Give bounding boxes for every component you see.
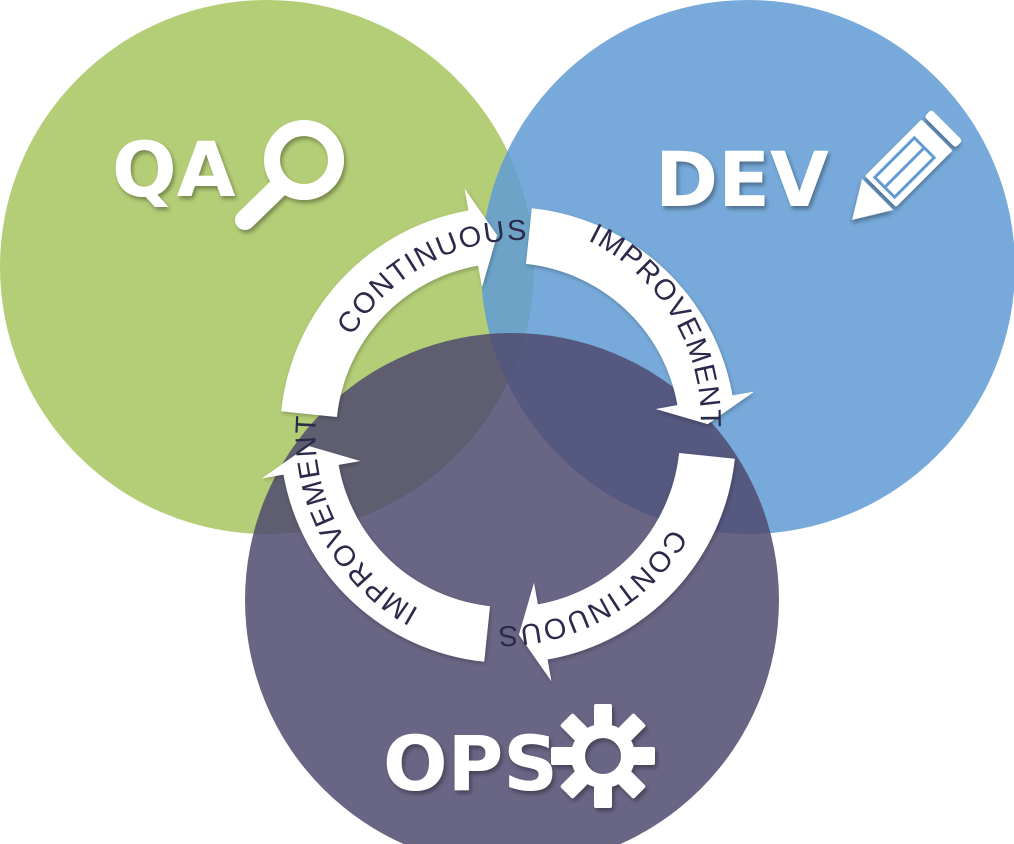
- magnifier-icon: [235, 120, 344, 230]
- cycle-arrows: [261, 188, 755, 682]
- pencil-icon: [852, 110, 962, 220]
- arrow-top-right: [526, 208, 755, 425]
- arrow-top-left: [281, 188, 498, 417]
- ops-circle: [245, 333, 779, 844]
- arrow-bottom-left: [261, 445, 490, 662]
- ops-label: OPS: [383, 719, 558, 808]
- gear-icon: [551, 704, 655, 808]
- dev-label: DEV: [655, 135, 829, 224]
- qa-label: QA: [112, 125, 236, 214]
- arrow-bottom-right: [518, 453, 735, 682]
